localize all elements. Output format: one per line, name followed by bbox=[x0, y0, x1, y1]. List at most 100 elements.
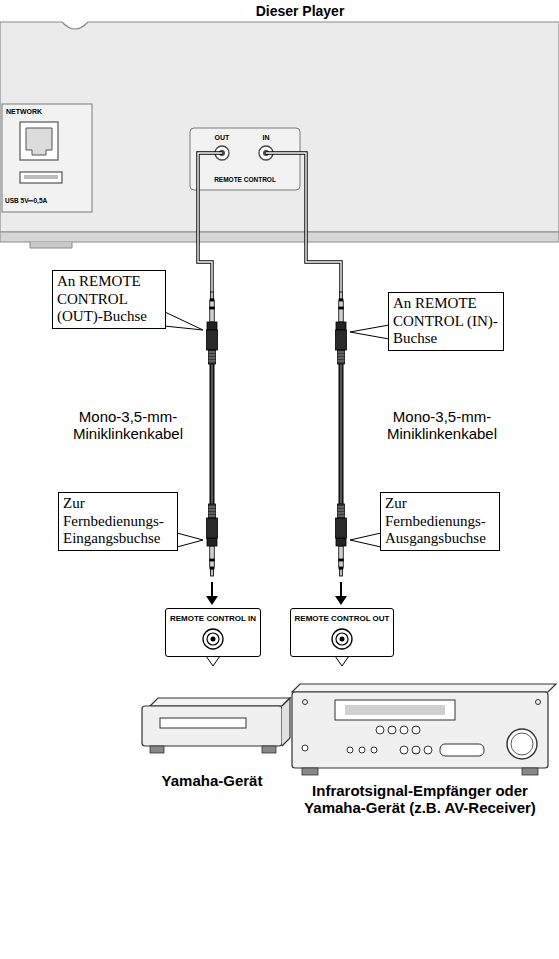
plug-shaft bbox=[339, 546, 344, 567]
ethernet-port-inner bbox=[26, 128, 52, 155]
callout-pointer bbox=[206, 656, 220, 666]
title: Dieser Player bbox=[200, 3, 400, 19]
receiver-display bbox=[335, 700, 455, 720]
device-body bbox=[142, 706, 282, 746]
device-caption: Infrarotsignal-Empfänger oder Yamaha-Ger… bbox=[304, 782, 536, 817]
plug-collar bbox=[207, 538, 217, 546]
plug-ridge bbox=[338, 352, 345, 353]
jack-ring bbox=[332, 629, 352, 649]
jack-label: REMOTE CONTROL IN bbox=[170, 614, 256, 623]
callout-text: Zur Fernbedienungs-Ausgangsbuchse bbox=[385, 495, 495, 548]
wire-in-core bbox=[266, 153, 341, 292]
callout-box: Zur Fernbedienungs-Eingangsbuchse bbox=[58, 492, 178, 551]
receiver-display-inner bbox=[345, 705, 445, 715]
plug-ridge bbox=[338, 358, 345, 359]
network-panel bbox=[2, 104, 92, 212]
plug-ridge bbox=[338, 507, 345, 508]
device-top bbox=[150, 698, 290, 706]
plug-ridge bbox=[338, 513, 345, 514]
plug-body bbox=[336, 330, 347, 350]
plug-tip bbox=[211, 292, 214, 299]
volume-knob bbox=[507, 729, 537, 759]
cable-label: Mono-3,5-mm-Miniklinkenkabel bbox=[64, 408, 192, 443]
wire-out-core bbox=[198, 153, 222, 292]
jack-hole bbox=[340, 637, 345, 642]
callout-box: An REMOTE CONTROL (IN)-Buchse bbox=[388, 292, 504, 351]
plug-tip bbox=[211, 569, 214, 576]
arrow-shaft bbox=[211, 582, 213, 598]
plug-ring bbox=[339, 559, 344, 561]
port-label: NETWORK bbox=[6, 108, 86, 116]
receiver-body bbox=[292, 692, 548, 768]
plug-shaft bbox=[339, 301, 344, 322]
plug-collar bbox=[336, 322, 346, 330]
receiver-buttons bbox=[302, 726, 484, 756]
ethernet-port bbox=[20, 122, 58, 160]
callout-pointer bbox=[350, 325, 389, 339]
plug-ridge bbox=[209, 513, 216, 514]
callout-pointer bbox=[335, 656, 349, 666]
jack-label: REMOTE CONTROL OUT bbox=[295, 614, 390, 623]
plug-ring bbox=[339, 307, 344, 309]
plug-tip bbox=[340, 569, 343, 576]
plug-body bbox=[207, 330, 218, 350]
plug-collar bbox=[336, 538, 346, 546]
device-foot bbox=[150, 746, 164, 753]
callout-box: Zur Fernbedienungs-Ausgangsbuchse bbox=[380, 492, 500, 551]
cable bbox=[339, 360, 344, 505]
plug-ridge bbox=[338, 510, 345, 511]
plug-ridge bbox=[209, 355, 216, 356]
callout-pointer bbox=[165, 312, 203, 330]
plug-ridge bbox=[338, 355, 345, 356]
receiver-top bbox=[292, 684, 556, 692]
plug-shaft bbox=[210, 301, 215, 322]
callout-pointer bbox=[177, 533, 203, 547]
volume-knob-inner bbox=[511, 733, 533, 755]
plug-ridge bbox=[338, 361, 345, 362]
plug-ring bbox=[210, 307, 215, 309]
plug-ridge bbox=[209, 510, 216, 511]
jack-label: IN bbox=[251, 134, 281, 142]
device-foot bbox=[262, 746, 276, 753]
disc-tray bbox=[160, 718, 246, 728]
receiver-led bbox=[536, 700, 541, 705]
jack-panel: REMOTE CONTROL OUT bbox=[290, 608, 395, 657]
usb-port bbox=[20, 172, 62, 183]
player-foot bbox=[30, 242, 72, 248]
callout-text: Zur Fernbedienungs-Eingangsbuchse bbox=[63, 495, 173, 548]
port-label: USB 5V⎓0,5A bbox=[5, 197, 91, 204]
callout-pointer bbox=[350, 533, 381, 547]
plug-ridge bbox=[209, 507, 216, 508]
player-base bbox=[0, 232, 559, 242]
jack-ring bbox=[336, 633, 348, 645]
jack-ring bbox=[207, 633, 219, 645]
cable-label: Mono-3,5-mm-Miniklinkenkabel bbox=[378, 408, 506, 443]
plug-strain-relief bbox=[338, 350, 345, 364]
receiver-foot bbox=[522, 768, 538, 775]
plug-ridge bbox=[209, 352, 216, 353]
jack-ring bbox=[203, 629, 223, 649]
plug-shaft bbox=[210, 546, 215, 567]
cable-core bbox=[340, 360, 343, 505]
plug-strain-relief bbox=[209, 504, 216, 518]
panel-label: REMOTE CONTROL bbox=[203, 176, 287, 183]
device-side bbox=[282, 698, 290, 746]
player-panel bbox=[0, 22, 559, 232]
jack-label: OUT bbox=[207, 134, 237, 142]
arrow-shaft bbox=[340, 582, 342, 598]
plug-ring bbox=[210, 559, 215, 561]
plug-collar bbox=[207, 322, 217, 330]
plug-ridge bbox=[209, 361, 216, 362]
arrow-head bbox=[335, 596, 347, 605]
jack-icon bbox=[330, 627, 354, 651]
jack-panel: REMOTE CONTROL IN bbox=[165, 608, 261, 657]
plug-ridge bbox=[209, 516, 216, 517]
remote-panel bbox=[190, 128, 300, 190]
plug-strain-relief bbox=[338, 504, 345, 518]
cable bbox=[210, 360, 215, 505]
arrow-head bbox=[206, 596, 218, 605]
callout-text: An REMOTE CONTROL (IN)-Buchse bbox=[393, 295, 499, 348]
cable-core bbox=[211, 360, 214, 505]
device-caption: Yamaha-Gerät bbox=[132, 772, 292, 789]
